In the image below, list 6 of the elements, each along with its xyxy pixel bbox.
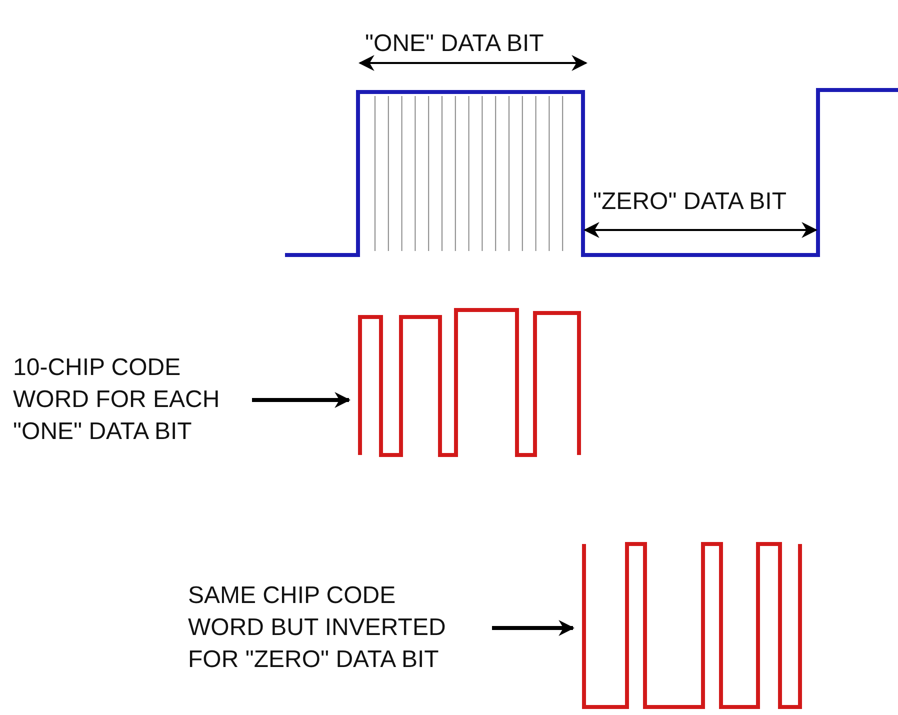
- dimension-label: "ZERO" DATA BIT: [593, 187, 786, 217]
- dimension-label: "ONE" DATA BIT: [365, 29, 544, 59]
- description-text: 10-CHIP CODE WORD FOR EACH "ONE" DATA BIT: [13, 352, 238, 448]
- arrow: [492, 620, 575, 636]
- description-text: SAME CHIP CODE WORD BUT INVERTED FOR "ZERO" DATA BIT: [188, 580, 478, 676]
- arrow: [252, 392, 351, 408]
